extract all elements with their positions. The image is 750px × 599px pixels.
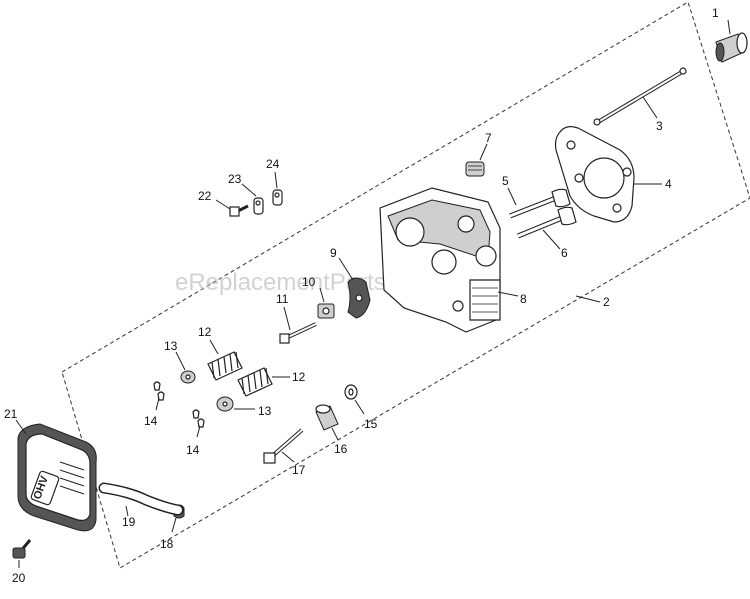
assembly-boundary xyxy=(61,1,750,569)
leader-21 xyxy=(15,419,27,435)
part-16-sleeve xyxy=(315,404,339,431)
part-5-valve xyxy=(509,188,571,219)
callout-19: 19 xyxy=(122,515,136,529)
leader-9 xyxy=(338,257,354,281)
callout-8: 8 xyxy=(520,292,527,306)
part-1-fitting xyxy=(715,32,748,63)
callout-2: 2 xyxy=(603,295,610,309)
leader-22 xyxy=(215,199,231,210)
callout-21: 21 xyxy=(4,407,18,421)
part-23-bracket xyxy=(253,197,264,215)
leader-11 xyxy=(283,306,291,331)
part-7-cap xyxy=(465,161,485,177)
callout-14b: 14 xyxy=(186,443,200,457)
leader-12a xyxy=(209,339,219,355)
leader-7 xyxy=(479,143,488,161)
callout-10: 10 xyxy=(302,275,316,289)
part-11-stud xyxy=(279,322,317,344)
leader-17 xyxy=(281,451,295,463)
callout-13b: 13 xyxy=(258,404,272,418)
callout-11: 11 xyxy=(276,292,289,306)
callout-22: 22 xyxy=(198,189,212,203)
leader-14a xyxy=(155,397,160,411)
part-24-bracket xyxy=(272,189,283,206)
leader-13a xyxy=(175,351,186,371)
callout-24: 24 xyxy=(266,157,280,171)
callout-1: 1 xyxy=(712,6,719,20)
part-15-washer xyxy=(344,384,358,400)
callout-23: 23 xyxy=(228,172,242,186)
part-13-retainer-a xyxy=(180,370,196,384)
callout-12b: 12 xyxy=(292,370,306,384)
leader-1 xyxy=(727,19,731,35)
part-4-head-gasket xyxy=(554,126,635,223)
part-22-screw xyxy=(229,204,249,217)
leader-15 xyxy=(354,399,365,415)
callout-7: 7 xyxy=(485,131,492,145)
callout-13a: 13 xyxy=(164,339,178,353)
leader-23 xyxy=(241,183,257,197)
leader-6 xyxy=(542,229,561,250)
leader-3 xyxy=(642,96,658,119)
callout-14a: 14 xyxy=(144,414,158,428)
callout-17: 17 xyxy=(292,463,306,477)
callout-6: 6 xyxy=(561,246,568,260)
part-19-breather-hose xyxy=(98,482,184,516)
callout-9: 9 xyxy=(330,246,337,260)
part-12-valve-spring-b xyxy=(237,367,273,397)
leader-16 xyxy=(331,427,339,441)
callout-18: 18 xyxy=(160,537,174,551)
leader-19 xyxy=(125,505,129,517)
part-20-cover-screw xyxy=(12,539,32,559)
part-17-head-bolt xyxy=(263,428,304,464)
part-13-retainer-b xyxy=(216,396,234,412)
leader-10 xyxy=(319,287,325,303)
part-6-valve xyxy=(517,206,577,239)
part-9-rocker-arm xyxy=(347,277,371,319)
leader-14b xyxy=(196,425,201,438)
part-10-pivot xyxy=(317,303,335,319)
callout-12a: 12 xyxy=(198,325,212,339)
callout-4: 4 xyxy=(665,177,672,191)
callout-16: 16 xyxy=(334,442,348,456)
leader-2 xyxy=(575,295,601,303)
leader-18 xyxy=(171,517,177,533)
part-3-push-rod xyxy=(593,67,687,126)
part-21-valve-cover: OHV xyxy=(17,423,97,532)
leader-8 xyxy=(497,291,519,297)
part-14-keeper-a xyxy=(153,381,165,401)
part-8-cylinder-head xyxy=(379,187,501,333)
leader-24 xyxy=(274,171,278,189)
part-12-valve-spring-a xyxy=(207,351,243,381)
part-14-keeper-b xyxy=(192,409,205,428)
callout-20: 20 xyxy=(12,571,26,585)
leader-5 xyxy=(507,187,517,206)
callout-3: 3 xyxy=(656,119,663,133)
callout-5: 5 xyxy=(502,174,509,188)
callout-15: 15 xyxy=(364,417,378,431)
